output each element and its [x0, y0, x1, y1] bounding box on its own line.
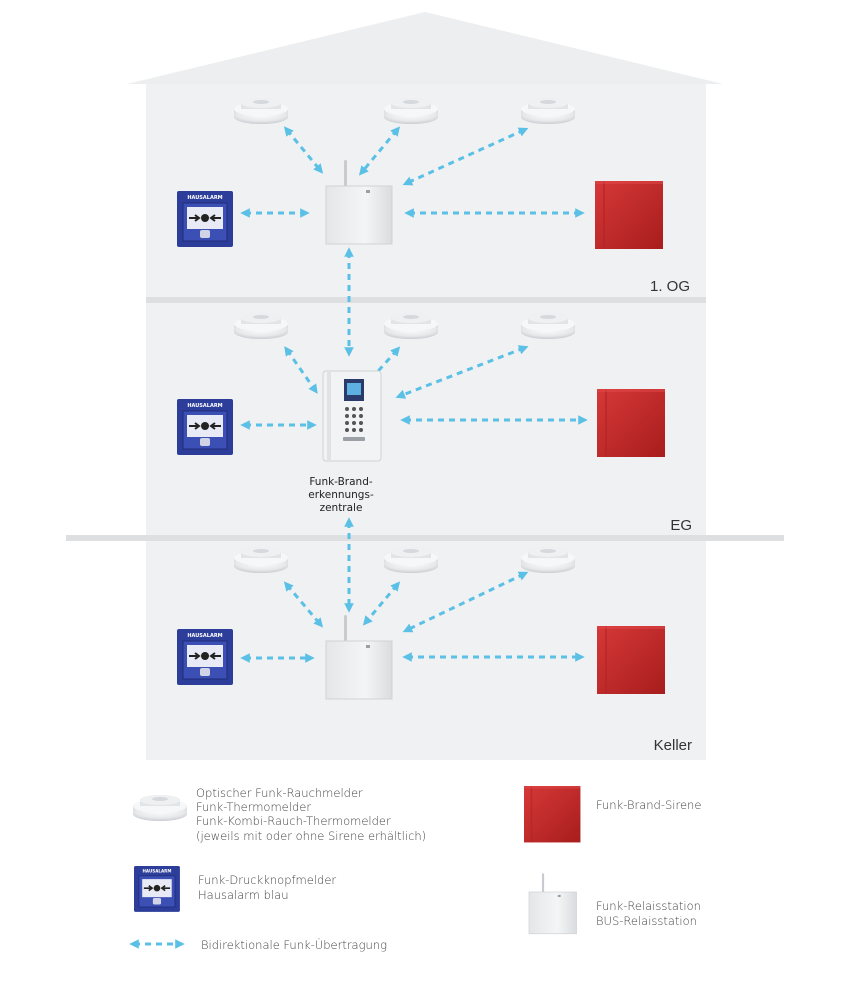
call-point-text: HAUSALARM	[187, 403, 222, 409]
legend-relay	[528, 872, 577, 935]
central-unit-label: Funk-Brand- erkennungs- zentrale	[308, 476, 374, 514]
smoke-detector-icon	[384, 98, 438, 124]
floor-label-eg: EG	[670, 517, 692, 534]
legend-call-point: HAUSALARM	[133, 865, 181, 913]
central-label-line: zentrale	[320, 502, 363, 514]
manual-call-points: HAUSALARM HAUSALARM HAUSALARM	[176, 190, 234, 686]
link-keller-det1	[283, 581, 324, 628]
house: 1. OG EG Keller	[66, 12, 784, 760]
legend-text: (jeweils mit oder ohne Sirene erhältlich…	[196, 829, 426, 843]
smoke-detector-icon	[521, 98, 575, 124]
legend-text: Funk-Thermomelder	[196, 800, 311, 814]
roof	[127, 12, 723, 84]
smoke-detector-icon	[234, 98, 288, 124]
floor-divider-eg	[66, 535, 784, 541]
floor-label-keller: Keller	[654, 737, 692, 754]
legend-siren	[524, 786, 581, 843]
link-og-det2	[358, 126, 401, 176]
smoke-detector-icon	[234, 547, 288, 573]
smoke-detector-icon	[384, 547, 438, 573]
fire-siren-eg-icon	[597, 389, 665, 457]
legend: Optischer Funk-Rauchmelder Funk-Thermome…	[129, 786, 701, 952]
central-label-line: Funk-Brand-	[309, 476, 373, 488]
link-keller-det2	[362, 581, 401, 626]
legend-smoke-detector-icon	[133, 795, 187, 821]
legend-text: Hausalarm blau	[198, 888, 288, 902]
smoke-detector-icon	[521, 313, 575, 339]
smoke-detector-icon	[521, 547, 575, 573]
floor-label-og: 1. OG	[650, 278, 690, 295]
legend-text: Bidirektionale Funk-Übertragung	[201, 937, 387, 952]
call-point-keller: HAUSALARM	[176, 628, 234, 686]
legend-text: Optischer Funk-Rauchmelder	[196, 786, 363, 800]
central-label-line: erkennungs-	[308, 489, 374, 501]
keypad-icon	[345, 407, 363, 432]
call-point-text: HAUSALARM	[187, 195, 222, 201]
call-point-og: HAUSALARM	[176, 190, 234, 248]
legend-text: BUS-Relaisstation	[596, 914, 697, 928]
call-point-text: HAUSALARM	[187, 633, 222, 639]
fire-siren-og-icon	[595, 181, 663, 249]
link-og-det1	[283, 126, 324, 174]
legend-text: Funk-Kombi-Rauch-Thermomelder	[196, 814, 391, 828]
central-unit	[322, 370, 382, 462]
legend-text: Funk-Brand-Sirene	[596, 798, 701, 812]
call-point-eg: HAUSALARM	[176, 398, 234, 456]
legend-text: Funk-Druckknopfmelder	[198, 873, 336, 887]
radio-links	[240, 126, 588, 663]
legend-siren-icon	[524, 786, 581, 843]
fire-siren-keller-icon	[597, 626, 665, 694]
smoke-detector-icon	[234, 313, 288, 339]
link-eg-det1	[284, 346, 318, 394]
link-eg-det3	[395, 345, 529, 399]
legend-text: Funk-Relaisstation	[596, 899, 701, 913]
smoke-detector-icon	[384, 313, 438, 339]
call-point-text: HAUSALARM	[142, 869, 171, 874]
legend-relay-icon	[528, 872, 577, 935]
floor-divider-og	[146, 297, 706, 303]
